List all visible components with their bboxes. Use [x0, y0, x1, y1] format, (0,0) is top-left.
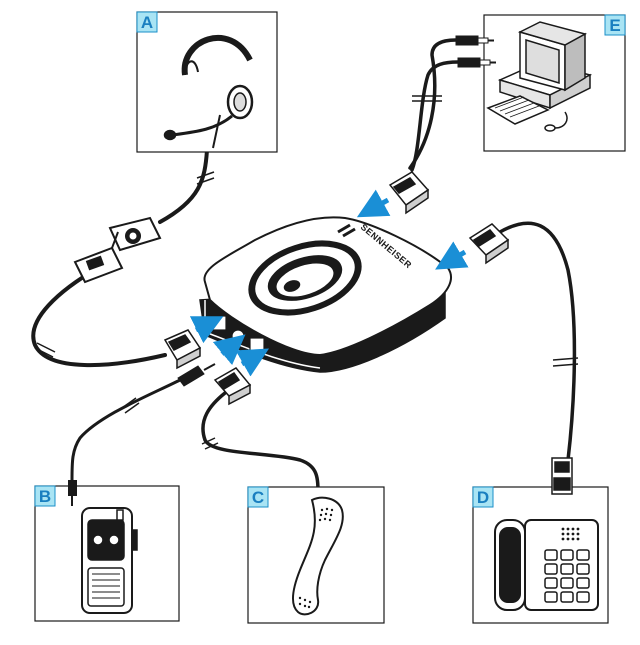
- cable-dictation: [70, 378, 182, 482]
- arrow-dictation: [212, 334, 246, 366]
- cable-headset: [158, 148, 209, 224]
- panel-c-letter: C: [252, 488, 264, 507]
- rj-connector-hub-left-icon: [163, 329, 202, 370]
- rj-connector-deskphone-jack-icon: [551, 457, 573, 495]
- panel-e-letter: E: [609, 16, 620, 35]
- arrow-handset: [235, 348, 270, 377]
- panel-c: C: [247, 486, 385, 624]
- cable-deskphone: [498, 221, 577, 462]
- panel-d-letter: D: [477, 488, 489, 507]
- panel-d: D: [472, 457, 609, 624]
- panel-b: B: [34, 480, 180, 622]
- panel-e: E: [483, 14, 626, 152]
- panel-e-label: E: [604, 14, 626, 36]
- panel-b-letter: B: [39, 487, 51, 506]
- computer-plugs-icon: [455, 35, 496, 68]
- panel-c-label: C: [247, 486, 269, 508]
- telephone-handset-icon: [292, 496, 344, 616]
- arrow-computer: [356, 189, 391, 218]
- panel-b-label: B: [34, 485, 56, 507]
- hub-control-ring: [248, 240, 362, 316]
- rj-connector-deskphone-icon: [468, 223, 510, 265]
- panel-a: A: [136, 11, 278, 153]
- dictation-recorder-icon: [81, 507, 138, 614]
- dictation-jack-icon: [68, 480, 77, 496]
- cables: [31, 38, 577, 497]
- cable-handset: [201, 391, 320, 497]
- arrow-headset: [189, 316, 224, 344]
- panel-a-letter: A: [141, 13, 153, 32]
- cable-qd-to-hub: [31, 266, 167, 368]
- dictation-plug-icon: [177, 363, 216, 387]
- connection-arrows: [189, 189, 469, 377]
- computer-icon: [486, 21, 593, 132]
- cable-computer-2: [410, 60, 460, 172]
- cable-break-marks: [34, 95, 579, 450]
- desk-phone-icon: [494, 519, 599, 611]
- audio-hub-icon: [199, 216, 452, 373]
- headset-icon: [163, 34, 254, 149]
- panel-d-label: D: [472, 486, 494, 508]
- rj-connector-computer-icon: [388, 171, 430, 215]
- qd-connector-icon: [73, 216, 162, 284]
- panel-a-label: A: [136, 11, 158, 33]
- arrow-deskphone: [435, 241, 469, 270]
